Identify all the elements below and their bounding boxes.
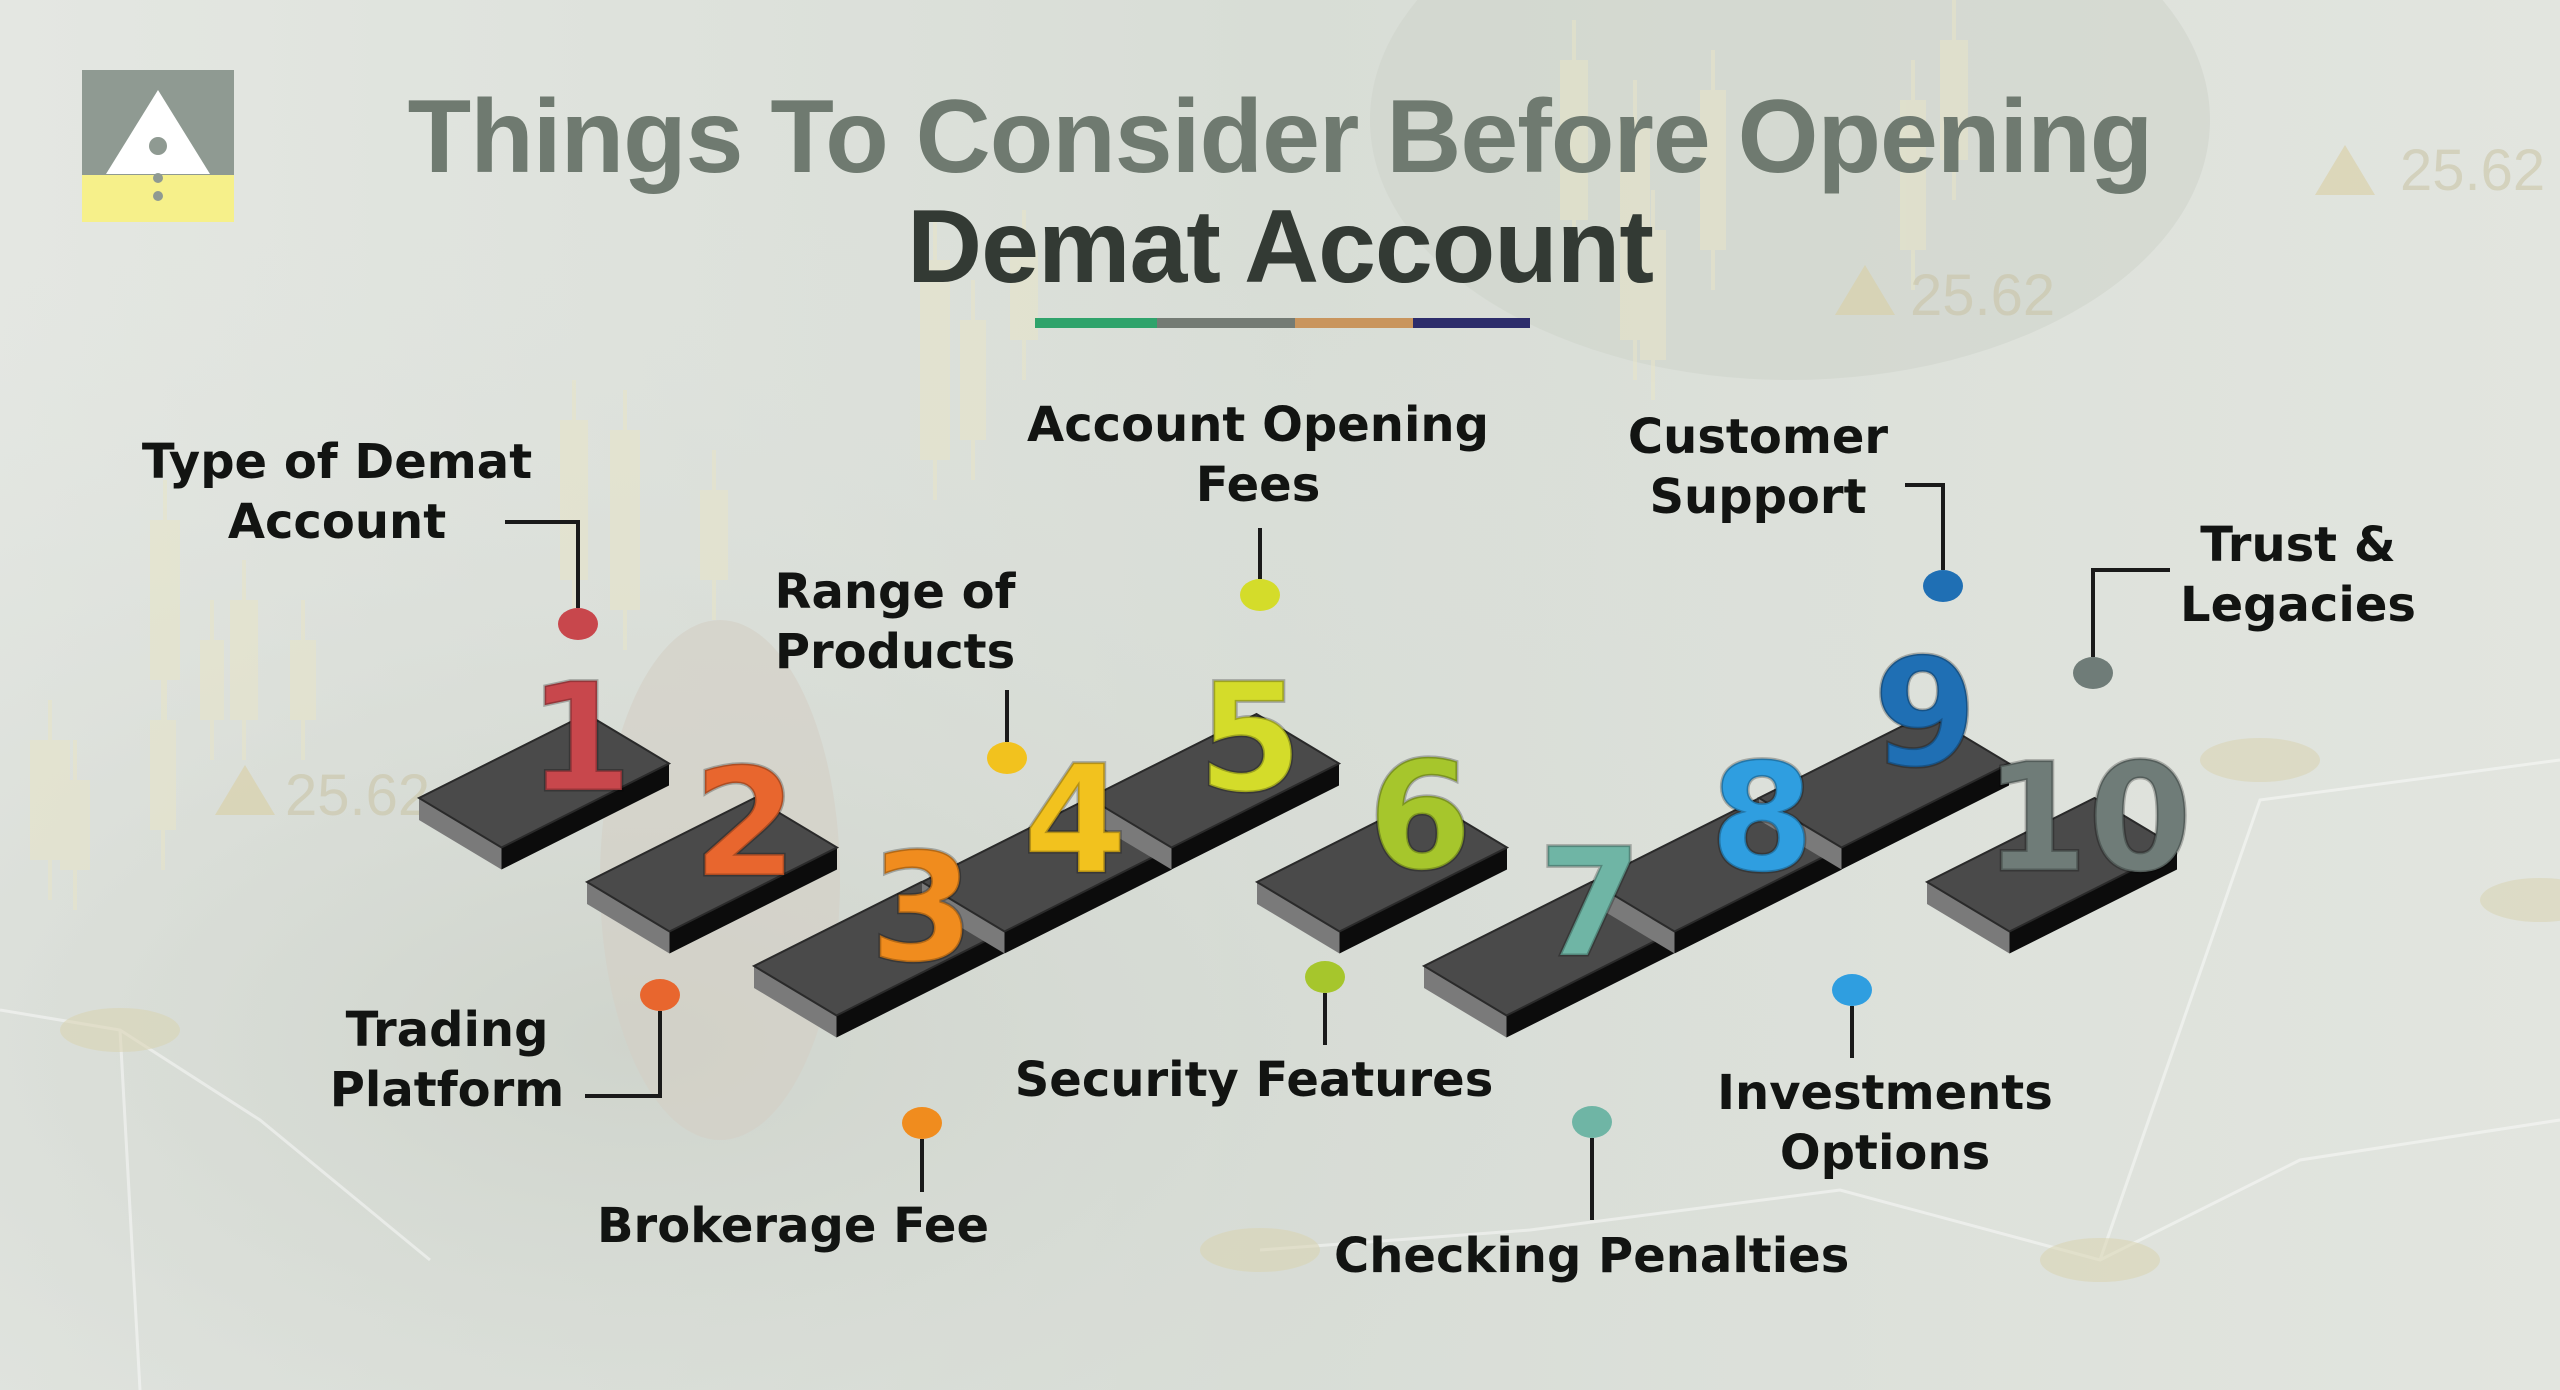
- candle-wick: [712, 450, 716, 620]
- background-ticker-text: 25.62: [1910, 263, 2055, 328]
- step-number-5: 5: [1198, 652, 1302, 826]
- step-number-2: 2: [693, 737, 797, 911]
- step-label-line: Range of: [774, 564, 1016, 620]
- step-number-8: 8: [1710, 732, 1814, 906]
- candle-wick: [1911, 60, 1915, 290]
- brand-logo: [82, 70, 234, 222]
- underline-segment: [1157, 318, 1295, 328]
- candle-wick: [210, 600, 214, 760]
- step-number-7: 7: [1538, 817, 1642, 991]
- candle-wick: [242, 560, 246, 760]
- title-line-1: Things To Consider Before Opening: [407, 79, 2154, 195]
- step-dot: [1832, 974, 1872, 1006]
- candle-wick: [1952, 0, 1956, 200]
- step-label-line: Fees: [1195, 457, 1321, 513]
- step-label-line: Account: [227, 494, 447, 550]
- step-label-line: Support: [1649, 469, 1867, 525]
- leader-line: [585, 1011, 662, 1098]
- background-ticker-text: 25.62: [285, 763, 430, 828]
- step-dot: [2073, 657, 2113, 689]
- step-dot: [640, 979, 680, 1011]
- step-dot: [1240, 579, 1280, 611]
- step-number-9: 9: [1873, 627, 1977, 801]
- title-line-2: Demat Account: [907, 189, 1654, 305]
- step-label-line: Options: [1779, 1125, 1991, 1181]
- underline-segment: [1295, 318, 1413, 328]
- step-dot: [1572, 1106, 1612, 1138]
- candle-wick: [572, 380, 576, 620]
- step-number-1: 1: [528, 652, 632, 826]
- step-label-6: Security Features: [1004, 1050, 1504, 1110]
- step-dot: [987, 742, 1027, 774]
- step-label-line: Investments: [1717, 1065, 2053, 1121]
- step-label-line: Trust &: [2200, 517, 2396, 573]
- step-label-line: Customer: [1627, 409, 1889, 465]
- step-label-3: Brokerage Fee: [543, 1196, 1043, 1256]
- step-dot: [1305, 961, 1345, 993]
- step-tile: [1086, 712, 1342, 870]
- candle-wick: [1651, 190, 1655, 400]
- background-candlesticks: [30, 0, 1968, 910]
- step-label-line: Platform: [329, 1062, 565, 1118]
- step-tile: [1924, 796, 2180, 954]
- background-ticker-text: 25.62: [2400, 138, 2545, 203]
- step-label-7: Checking Penalties: [1334, 1226, 1850, 1286]
- candle-wick: [1633, 80, 1637, 380]
- candle-wick: [1022, 210, 1026, 380]
- step-label-line: Products: [774, 624, 1016, 680]
- step-tile: [1421, 880, 1677, 1038]
- step-dot: [1923, 570, 1963, 602]
- candle-wick: [623, 390, 627, 650]
- step-tile: [416, 712, 672, 870]
- step-label-line: Security Features: [1014, 1052, 1494, 1108]
- step-number-4: 4: [1023, 734, 1127, 908]
- candle-wick: [301, 600, 305, 760]
- step-number-10: 10: [1984, 732, 2193, 906]
- step-label-line: Checking Penalties: [1334, 1228, 1850, 1284]
- step-number-6: 6: [1368, 730, 1472, 904]
- step-dot: [902, 1107, 942, 1139]
- candle-wick: [971, 280, 975, 480]
- step-label-line: Type of Demat: [141, 434, 533, 490]
- step-dot: [558, 608, 598, 640]
- underline-segment: [1035, 318, 1157, 328]
- candle-wick: [1711, 50, 1715, 290]
- step-label-line: Legacies: [2180, 577, 2416, 633]
- underline-segment: [1413, 318, 1530, 328]
- leader-line: [2091, 568, 2170, 657]
- candle-wick: [48, 700, 52, 900]
- candle-wick: [163, 480, 167, 720]
- step-tile: [584, 796, 840, 954]
- leader-line: [505, 520, 580, 608]
- candle-wick: [933, 220, 937, 500]
- candle-wick: [1572, 20, 1576, 260]
- step-tile: [1254, 796, 1510, 954]
- step-label-line: Account Opening: [1027, 397, 1489, 453]
- step-tile: [1756, 712, 2012, 870]
- candle-wick: [73, 740, 77, 910]
- step-label-line: Brokerage Fee: [596, 1198, 990, 1254]
- leader-line: [1905, 483, 1945, 570]
- step-label-line: Trading: [345, 1002, 549, 1058]
- title-underline: [1035, 318, 1530, 328]
- step-label-10: Trust &Legacies: [2048, 515, 2548, 635]
- candle-wick: [161, 680, 165, 870]
- alert-triangle-logo-icon: [82, 70, 234, 222]
- step-number-3: 3: [870, 822, 974, 996]
